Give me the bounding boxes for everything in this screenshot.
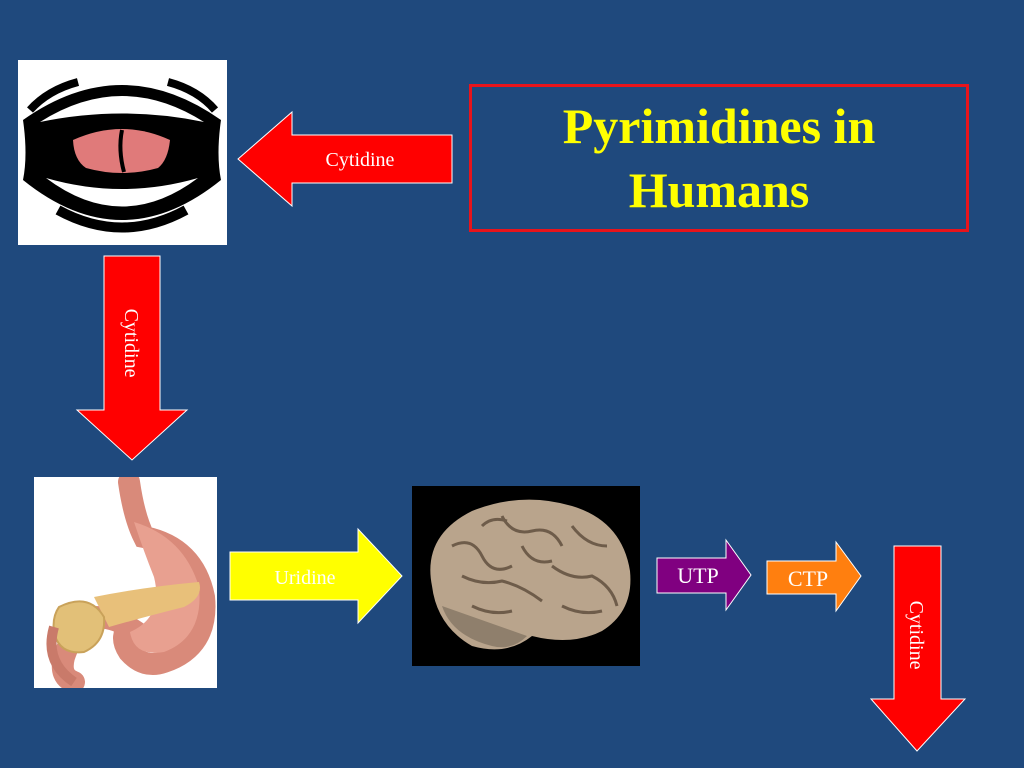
uridine-arrow-to-brain: Uridine [229, 527, 403, 625]
ctp-arrow: CTP [766, 540, 862, 613]
title-line-1: Pyrimidines in [562, 98, 876, 154]
arrow-shape [766, 540, 862, 613]
arrow-shape [229, 527, 403, 625]
utp-label: UTP [677, 563, 719, 588]
ctp-label: CTP [788, 566, 828, 591]
cytidine-arrow-to-stomach: Cytidine [75, 255, 189, 461]
arrow-shape [237, 110, 453, 208]
brain-icon [412, 486, 640, 666]
mouth-icon [18, 60, 227, 245]
mouth-image [18, 60, 227, 245]
stomach-image [34, 477, 217, 688]
cytidine-label-3: Cytidine [905, 601, 927, 670]
title-line-2: Humans [628, 162, 810, 218]
cytidine-arrow-to-mouth: Cytidine [237, 110, 453, 208]
utp-arrow: UTP [656, 538, 752, 612]
cytidine-arrow-out: Cytidine [869, 545, 967, 752]
arrow-shape [656, 538, 752, 612]
title-box: Pyrimidines in Humans [469, 84, 969, 232]
stomach-icon [34, 477, 217, 688]
cytidine-label-1: Cytidine [326, 149, 395, 171]
arrow-shape [869, 545, 967, 752]
uridine-label: Uridine [274, 567, 335, 589]
arrow-shape [75, 255, 189, 461]
brain-image [412, 486, 640, 666]
cytidine-label-2: Cytidine [120, 309, 142, 378]
